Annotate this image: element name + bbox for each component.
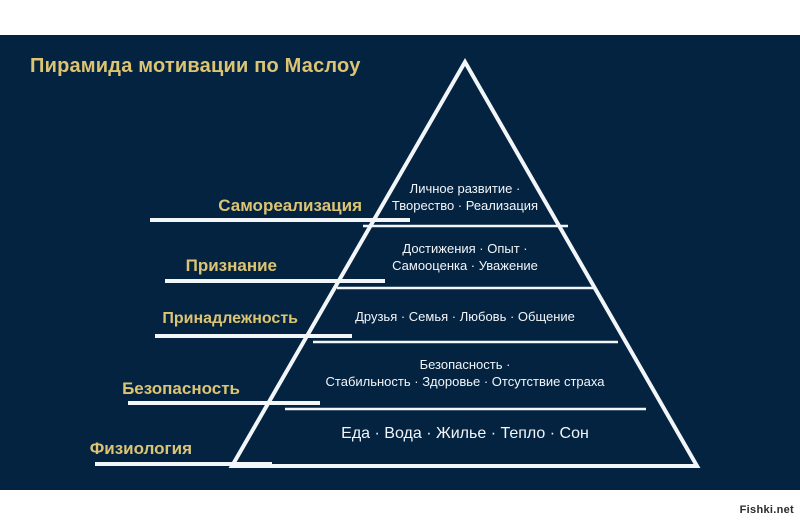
level-content-line: Безопасность · (419, 357, 511, 372)
level-content-physiology: Еда · Вода · Жилье · Тепло · Сон (341, 425, 589, 442)
level-content-line: Друзья · Семья · Любовь · Общение (355, 309, 575, 324)
level-content-line: Еда · Вода · Жилье · Тепло · Сон (341, 425, 589, 442)
level-content-line: Стабильность · Здоровье · Отсутствие стр… (325, 374, 605, 389)
level-label-physiology: Физиология (89, 439, 192, 458)
level-content-line: Достижения · Опыт · (402, 241, 528, 256)
level-label-self-actualization: Самореализация (218, 196, 362, 215)
level-content-belonging: Друзья · Семья · Любовь · Общение (355, 308, 575, 325)
level-label-belonging: Принадлежность (162, 310, 298, 327)
level-content-safety: Безопасность · Стабильность · Здоровье ·… (326, 356, 605, 390)
level-content-esteem: Достижения · Опыт · Самооценка · Уважени… (392, 240, 538, 274)
level-content-line: Личное развитие · (409, 181, 521, 196)
level-label-safety: Безопасность (122, 379, 240, 398)
level-content-line: Творество · Реализация (391, 198, 539, 213)
watermark: Fishki.net (739, 504, 794, 516)
level-label-esteem: Признание (185, 256, 277, 275)
pyramid-outline (228, 57, 701, 468)
level-content-line: Самооценка · Уважение (392, 258, 538, 273)
level-content-self-actualization: Личное развитие · Творество · Реализация (392, 180, 538, 214)
page-title: Пирамида мотивации по Маслоу (30, 55, 361, 77)
